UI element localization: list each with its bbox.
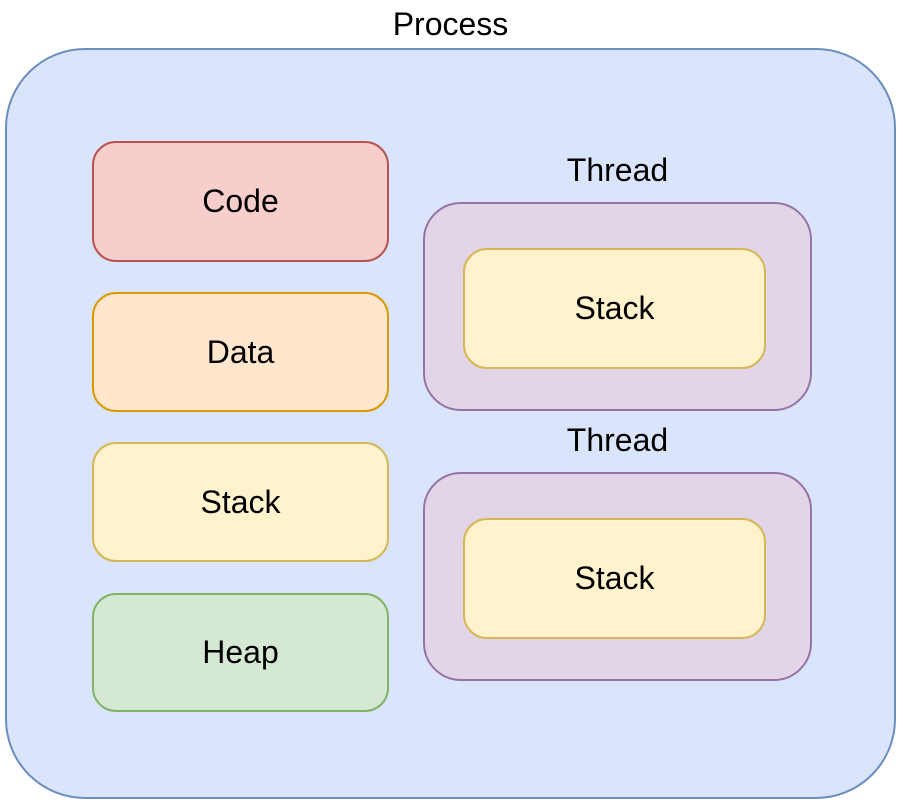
heap-block: Heap [92,593,389,712]
thread-1-stack-label: Stack [574,290,655,326]
data-block-label: Data [206,333,275,370]
stack-block: Stack [92,442,389,562]
thread-1-group: Stack [423,202,812,411]
code-block-label: Code [202,183,279,219]
process-title: Process [392,6,509,42]
heap-block-label: Heap [202,634,279,670]
thread-1-label: Thread [566,152,669,188]
stack-block-label: Stack [200,483,281,520]
data-block: Data [92,292,389,412]
thread-2-stack-label: Stack [574,560,655,596]
thread-2-group: Stack [423,472,812,681]
thread-2-label: Thread [566,422,669,458]
code-block: Code [92,141,389,262]
thread-1-stack-block: Stack [463,248,766,369]
thread-2-stack-block: Stack [463,518,766,639]
